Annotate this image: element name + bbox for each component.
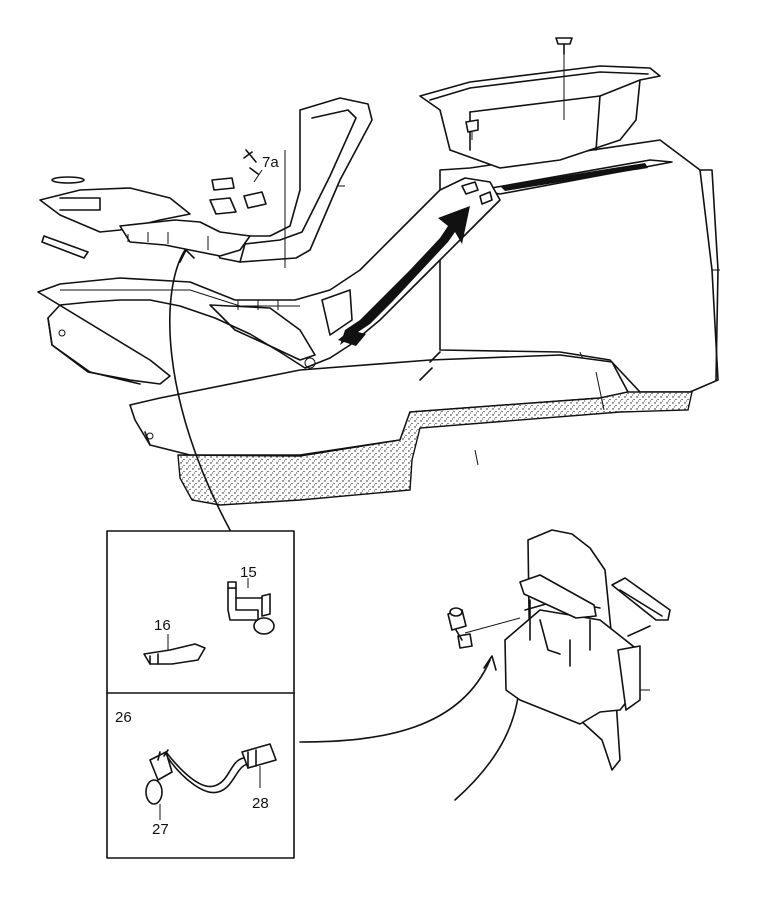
callout-28: 28 xyxy=(252,795,269,812)
callout-26: 26 xyxy=(115,709,132,726)
part-15-tube: 15 xyxy=(227,564,275,635)
wiring-harness xyxy=(165,751,249,794)
callout-27: 27 xyxy=(152,821,169,838)
part-16-connector: 16 xyxy=(143,617,206,665)
callout-7a: 7a xyxy=(262,154,279,171)
front-trim-pieces: 7a xyxy=(39,149,279,259)
center-console-body xyxy=(37,139,720,506)
lower-compartment-assembly xyxy=(447,529,671,771)
part-27-bulb: 27 xyxy=(145,749,173,838)
storage-tray xyxy=(419,37,661,169)
part-28-connector: 28 xyxy=(241,743,277,812)
callout-16: 16 xyxy=(154,617,171,634)
callout-15: 15 xyxy=(240,564,257,581)
detail-inset-box: 15 16 26 27 28 xyxy=(106,530,295,859)
armrest-lid xyxy=(209,97,373,268)
